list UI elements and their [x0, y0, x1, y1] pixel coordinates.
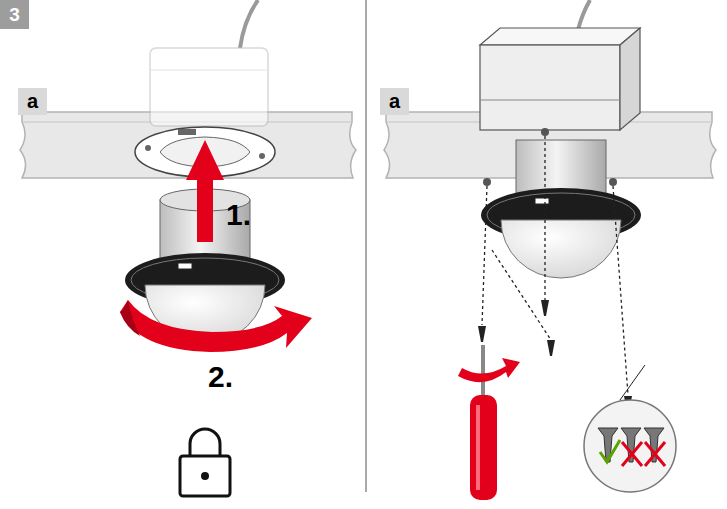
screwdriver — [458, 345, 520, 500]
screw-guide-lines — [482, 136, 628, 395]
screw-type-callout — [584, 400, 676, 492]
callout-number: 2. — [208, 362, 233, 392]
step-number: 3 — [9, 4, 20, 26]
substep-letter-box: a — [380, 88, 409, 115]
rotate-arrow — [120, 300, 312, 352]
cable — [578, 0, 590, 30]
ghost-junction-box — [150, 48, 268, 126]
callout-leader — [620, 365, 645, 400]
screws — [478, 300, 632, 412]
substep-letter: a — [389, 90, 400, 113]
lock-icon — [180, 429, 230, 496]
cable — [240, 0, 258, 48]
push-up-arrow — [186, 140, 224, 242]
substep-letter: a — [27, 90, 38, 113]
substep-letter-box: a — [18, 88, 47, 115]
panel-divider — [366, 0, 367, 492]
step-number-box: 3 — [0, 0, 29, 29]
dome-camera — [481, 140, 641, 278]
callout-number: 1. — [226, 200, 251, 230]
